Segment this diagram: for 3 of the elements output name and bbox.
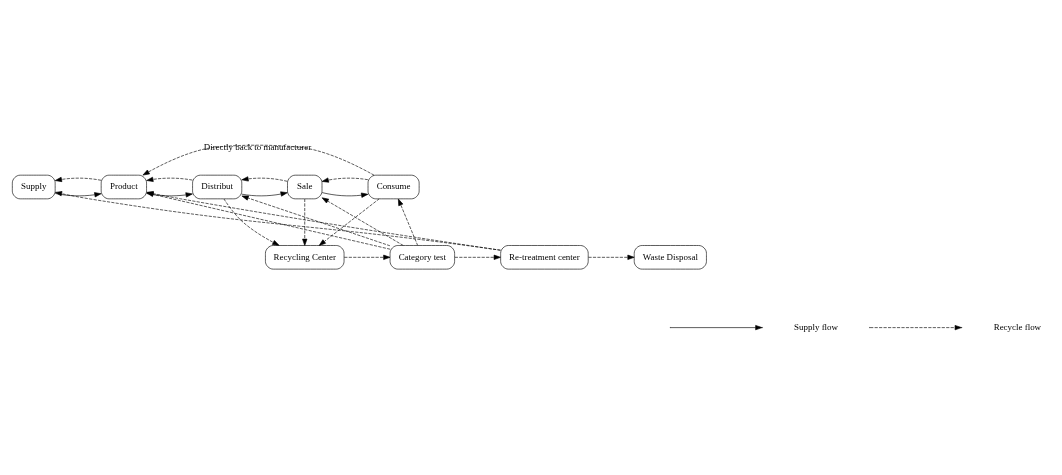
edge-label: Directly back to manufacturer — [203, 141, 312, 152]
legend-label: Recycle flow — [993, 321, 1042, 332]
legend-label: Supply flow — [794, 321, 839, 332]
